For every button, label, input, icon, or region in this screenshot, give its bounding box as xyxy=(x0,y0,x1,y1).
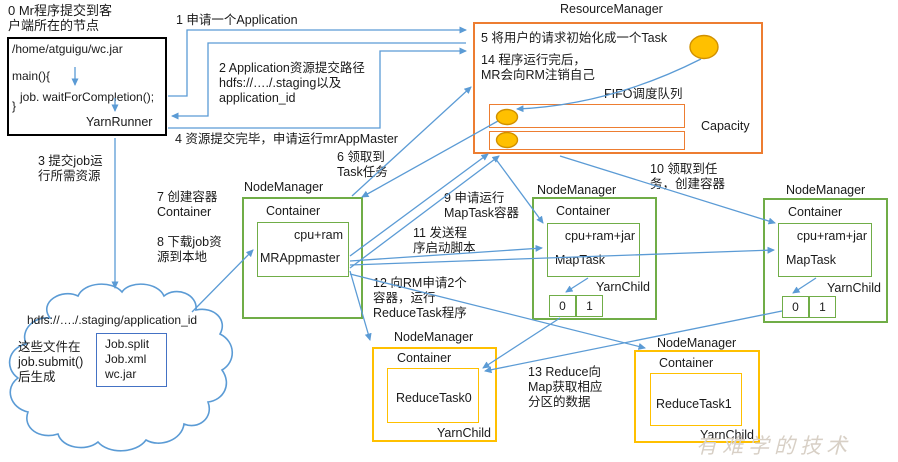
capacity-label: Capacity xyxy=(701,119,750,133)
watermark-text: 有难学的技术 xyxy=(696,434,852,458)
nm3-resources: cpu+ram+jar xyxy=(796,229,867,243)
fifo-queue-label: FIFO调度队列 xyxy=(604,87,683,101)
nm2-partition-cell-1: 1 xyxy=(576,295,603,317)
client-code-close: } xyxy=(12,99,17,113)
label-step8: 8 下载job资 源到本地 xyxy=(157,235,222,264)
nm3-process: MapTask xyxy=(786,253,837,267)
nm1-container-label: Container xyxy=(266,204,321,218)
nm5-title: NodeManager xyxy=(657,336,737,350)
rm-step5-text: 5 将用户的请求初始化成一个Task xyxy=(481,31,668,45)
label-step13: 13 Reduce向 Map获取相应 分区的数据 xyxy=(528,365,603,409)
client-code-wait: job. waitForCompletion(); xyxy=(20,90,155,104)
fifo-queue-slot-1 xyxy=(489,104,685,128)
nm3-container-label: Container xyxy=(788,205,843,219)
nm1-resources: cpu+ram xyxy=(294,228,343,242)
hdfs-files-box: Job.split Job.xml wc.jar xyxy=(96,333,167,387)
nm1-container-box: cpu+ram MRAppmaster xyxy=(257,222,349,277)
hdfs-staging-path: hdfs://…./.staging/application_id xyxy=(27,313,198,327)
label-step11: 11 发送程 序启动脚本 xyxy=(413,226,476,255)
nm4-process: ReduceTask0 xyxy=(396,391,472,405)
nm2-title: NodeManager xyxy=(537,183,617,197)
nm4-title: NodeManager xyxy=(394,330,474,344)
hdfs-files-list: Job.split Job.xml wc.jar xyxy=(105,337,150,381)
label-step6: 6 领取到 Task任务 xyxy=(337,150,388,179)
nm3-yarnchild-label: YarnChild xyxy=(827,281,881,295)
nm2-container-box: cpu+ram+jar MapTask xyxy=(547,223,640,277)
nm2-yarnchild-label: YarnChild xyxy=(596,280,650,294)
nm1-title: NodeManager xyxy=(244,180,324,194)
nm3-partition-cell-1: 1 xyxy=(809,296,836,318)
resource-manager-box xyxy=(473,22,763,154)
nm3-container-box: cpu+ram+jar MapTask xyxy=(778,223,872,277)
client-jar-path: /home/atguigu/wc.jar xyxy=(12,42,123,56)
nm2-partition-cell-0: 0 xyxy=(549,295,576,317)
nm5-container-box: ReduceTask1 xyxy=(650,373,742,426)
label-step12: 12 向RM申请2个 容器，运行 ReduceTask程序 xyxy=(373,276,467,320)
resource-manager-title: ResourceManager xyxy=(560,2,663,16)
nm3-title: NodeManager xyxy=(786,183,866,197)
yarn-runner-label: YarnRunner xyxy=(86,115,153,129)
nm3-partition-cell-0: 0 xyxy=(782,296,809,318)
nm4-yarnchild-label: YarnChild xyxy=(437,426,491,440)
label-step3: 3 提交job运 行所需资源 xyxy=(38,154,103,183)
nm4-container-box: ReduceTask0 xyxy=(387,368,479,423)
hdfs-note: 这些文件在 job.submit() 后生成 xyxy=(18,340,84,384)
nm5-yarnchild-label: YarnChild xyxy=(700,428,754,442)
nm2-resources: cpu+ram+jar xyxy=(564,229,635,243)
label-step0: 0 Mr程序提交到客 户端所在的节点 xyxy=(8,3,113,33)
nm2-process: MapTask xyxy=(555,253,606,267)
label-step2: 2 Application资源提交路径 hdfs://…./.staging以及… xyxy=(219,61,365,105)
label-step9: 9 申请运行 MapTask容器 xyxy=(444,191,520,220)
nm4-container-label: Container xyxy=(397,351,452,365)
label-step1: 1 申请一个Application xyxy=(176,13,298,27)
nm1-process: MRAppmaster xyxy=(260,251,340,265)
nm5-process: ReduceTask1 xyxy=(656,397,732,411)
client-code-main: main(){ xyxy=(12,69,51,83)
rm-step14-text: 14 程序运行完后， MR会向RM注销自己 xyxy=(481,53,595,82)
label-step4: 4 资源提交完毕，申请运行mrAppMaster xyxy=(175,132,398,146)
label-step10: 10 领取到任 务，创建容器 xyxy=(650,162,726,191)
label-step7: 7 创建容器 Container xyxy=(157,190,218,219)
nm5-container-label: Container xyxy=(659,356,714,370)
nm2-container-label: Container xyxy=(556,204,611,218)
fifo-queue-slot-2 xyxy=(489,131,685,150)
client-node-box xyxy=(7,37,167,136)
